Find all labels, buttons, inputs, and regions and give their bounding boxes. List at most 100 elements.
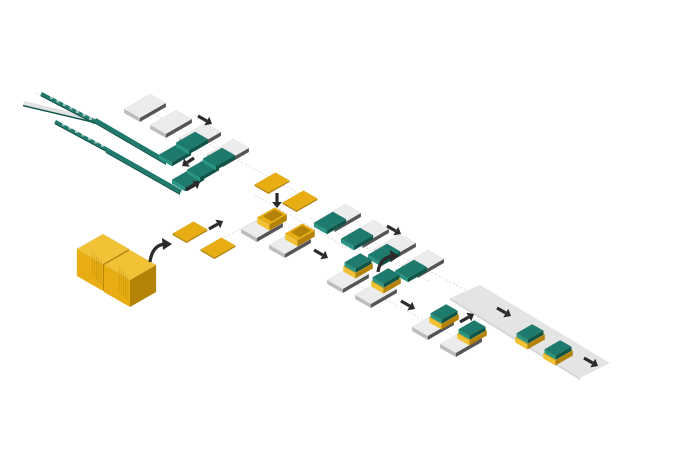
- stack-top-side-b: [355, 259, 372, 273]
- curved-arrow-icon: [148, 238, 172, 263]
- teal-panel-top: [367, 243, 401, 263]
- gold-tray-cavity: [291, 225, 311, 238]
- stack-top-top: [343, 253, 373, 270]
- stack-base-side-b: [383, 278, 401, 294]
- stack-top-side-b: [555, 346, 572, 360]
- white-panel-side-a: [355, 295, 371, 308]
- white-panel-side-b: [139, 103, 166, 122]
- white-panel: [149, 109, 193, 138]
- white-panel-side-b: [370, 289, 397, 308]
- stack-base-side-a: [343, 266, 356, 279]
- teal-panel-side-b: [327, 219, 347, 235]
- guide-line: [339, 274, 471, 346]
- arrow-shaft: [197, 114, 208, 123]
- gold-tile-side-b: [268, 180, 290, 194]
- strip-segment: [56, 99, 60, 103]
- strip-segment: [88, 137, 91, 140]
- arrow-head: [466, 312, 474, 322]
- teal-panel-side-b: [189, 139, 209, 155]
- strip-segment: [82, 113, 86, 117]
- gold-tray-side-a: [285, 233, 298, 247]
- stack-top: [457, 320, 487, 340]
- stack-base-side-a: [429, 317, 442, 330]
- white-panel-side-b: [455, 338, 482, 357]
- teal-strip-lower: [106, 148, 182, 194]
- stack-base-side-b: [355, 263, 373, 279]
- white-panel-side-a: [269, 245, 285, 258]
- gold-block-right: [103, 249, 157, 307]
- arrow-head: [320, 250, 328, 260]
- gold-tile-top: [200, 237, 236, 258]
- panels-layer: [123, 93, 574, 366]
- curved-arrow-left-head: [162, 238, 172, 250]
- teal-panel-side-a: [367, 254, 381, 267]
- white-panel-side-a: [124, 109, 140, 122]
- arrow-shaft: [208, 222, 219, 231]
- teal-strip-lower-edge: [106, 151, 180, 195]
- arrow-shaft: [386, 224, 397, 233]
- stack-base-side-a: [457, 333, 470, 346]
- teal-strip-upper: [94, 118, 168, 164]
- teal-panel-side-b: [354, 235, 374, 251]
- curved-arrow-right-path: [376, 254, 393, 273]
- stack-top-side-a: [372, 277, 384, 288]
- straight-arrow-icon: [386, 224, 401, 236]
- gold-tile-side-a: [282, 202, 297, 212]
- curved-arrow-left-path: [148, 242, 165, 263]
- white-panel-side-b: [284, 239, 311, 258]
- stack-top: [543, 340, 573, 360]
- strip-segment: [76, 110, 79, 113]
- stack-base-side-b: [527, 334, 545, 350]
- gold-tray-cavity: [263, 209, 283, 222]
- teal-panel: [202, 147, 236, 171]
- arrow-head: [182, 158, 190, 167]
- teal-panel-side-a: [394, 270, 408, 283]
- light-strip-edge: [23, 104, 96, 124]
- stack-base-side-a: [371, 281, 384, 294]
- gold-tray-cavity-side-a: [263, 215, 272, 222]
- arrow-shaft: [185, 183, 196, 192]
- arrow-head: [393, 226, 401, 236]
- straight-arrow-icon: [272, 193, 282, 208]
- arrow-head: [272, 202, 282, 208]
- gold-tile-side-b: [186, 229, 208, 243]
- straight-arrow-icon: [182, 156, 195, 167]
- gold-tile: [172, 221, 208, 243]
- teal-strip-upper-edge: [94, 121, 166, 165]
- straight-arrow-icon: [400, 299, 415, 311]
- teal-panel: [313, 211, 347, 235]
- stack-base-side-b: [469, 330, 487, 346]
- stack-base-side-b: [441, 314, 459, 330]
- teal-panel: [175, 131, 209, 155]
- arrow-head: [590, 358, 598, 368]
- strip-segment: [62, 123, 65, 126]
- teal-panel-side-a: [313, 222, 327, 235]
- white-panel-side-a: [412, 327, 428, 340]
- stack-top: [371, 268, 401, 288]
- light-strip: [23, 101, 97, 122]
- white-panel-side-a: [440, 344, 456, 357]
- gold-tile-top: [282, 190, 318, 211]
- white-panel-side-a: [327, 280, 343, 293]
- arrow-shaft: [496, 306, 507, 315]
- gold-tray-cavity-side-a: [291, 231, 300, 238]
- white-panel-top: [123, 93, 167, 119]
- stack-top-top: [457, 320, 487, 337]
- arrow-head: [204, 116, 212, 126]
- stack-top-side-a: [430, 313, 442, 324]
- teal-panel-top: [340, 227, 374, 247]
- strip-segment: [68, 126, 72, 130]
- material-strips-layer: [23, 92, 182, 195]
- gold-tray-side-b: [269, 214, 287, 231]
- white-panel-side-a: [150, 125, 166, 138]
- stack-top-side-b: [527, 330, 544, 344]
- teal-strip-upper-stub-edge: [40, 94, 95, 125]
- white-panel-side-b: [417, 259, 444, 278]
- stack-base-side-b: [555, 350, 573, 366]
- gold-tile-side-a: [172, 233, 187, 243]
- gold-tile: [200, 237, 236, 259]
- gold-tile-top: [254, 172, 290, 193]
- teal-panel-side-a: [158, 154, 172, 167]
- gold-tile-top: [172, 221, 208, 242]
